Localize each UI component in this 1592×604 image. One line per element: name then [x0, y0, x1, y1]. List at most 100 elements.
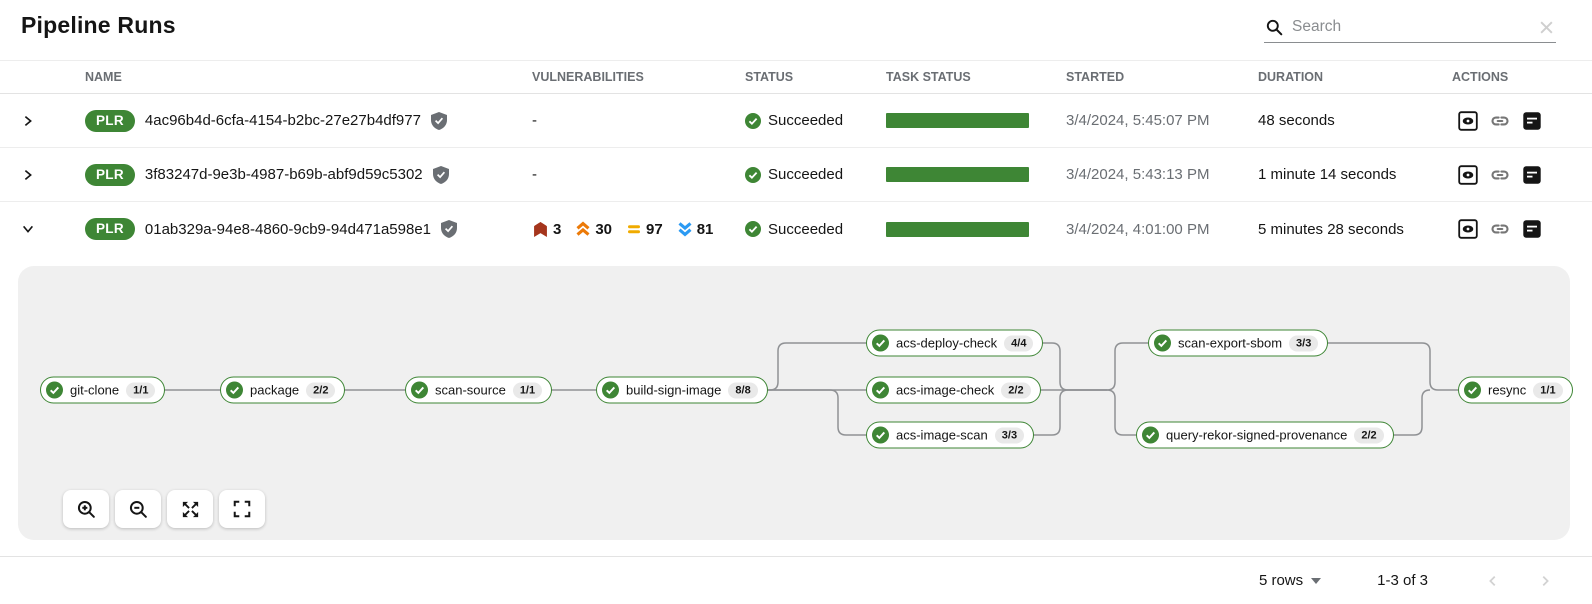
status-cell: Succeeded — [745, 166, 886, 183]
task-count-badge: 1/1 — [512, 382, 543, 398]
task-succeeded-icon — [1464, 381, 1481, 399]
expand-row-button[interactable] — [17, 110, 39, 132]
fullscreen-button[interactable] — [219, 490, 265, 528]
task-node-package[interactable]: package 2/2 — [220, 376, 346, 404]
task-succeeded-icon — [1154, 334, 1171, 352]
clear-search-icon[interactable] — [1539, 20, 1554, 35]
view-output-icon[interactable] — [1458, 219, 1478, 239]
task-status-bar — [886, 221, 1029, 237]
plr-badge: PLR — [85, 218, 135, 240]
task-node-git-clone[interactable]: git-clone 1/1 — [40, 376, 166, 404]
link-icon[interactable] — [1489, 218, 1511, 240]
header: Pipeline Runs — [0, 0, 1592, 60]
task-status-bar — [886, 167, 1029, 182]
link-icon[interactable] — [1489, 164, 1511, 186]
duration-value: 1 minute 14 seconds — [1258, 166, 1397, 183]
search-input[interactable] — [1292, 18, 1530, 36]
pipeline-edges — [148, 342, 1465, 436]
task-succeeded-icon — [872, 381, 889, 399]
column-duration: DURATION — [1258, 70, 1324, 84]
task-status-bar — [886, 113, 1029, 128]
high-severity-icon — [575, 221, 591, 237]
status-text: Succeeded — [768, 220, 844, 238]
status-cell: Succeeded — [745, 112, 886, 129]
task-count-badge: 4/4 — [1004, 335, 1034, 351]
pipeline-visualization-panel: git-clone 1/1 package 2/2 scan-source 1/… — [18, 266, 1573, 540]
caret-down-icon — [1311, 577, 1322, 584]
view-output-icon[interactable] — [1458, 110, 1478, 131]
fit-to-screen-button[interactable] — [167, 490, 213, 528]
low-count: 81 — [696, 220, 714, 238]
task-node-acs-deploy-check[interactable]: acs-deploy-check 4/4 — [866, 329, 1044, 357]
plr-badge: PLR — [85, 163, 135, 186]
signed-shield-icon — [441, 220, 457, 238]
graph-controls — [63, 490, 265, 528]
duration-value: 48 seconds — [1258, 112, 1335, 129]
task-node-build-sign-image[interactable]: build-sign-image 8/8 — [596, 376, 768, 404]
task-count-badge: 2/2 — [1354, 427, 1384, 443]
succeeded-icon — [745, 112, 761, 129]
succeeded-icon — [745, 221, 761, 237]
task-label: package — [250, 382, 300, 398]
task-succeeded-icon — [602, 381, 619, 399]
status-text: Succeeded — [768, 166, 844, 183]
task-count-badge: 2/2 — [1001, 382, 1031, 398]
task-label: query-rekor-signed-provenance — [1166, 427, 1348, 443]
logs-icon[interactable] — [1522, 165, 1542, 185]
table-header: NAME VULNERABILITIES STATUS TASK STATUS … — [0, 60, 1592, 94]
task-count-badge: 3/3 — [1289, 335, 1319, 351]
task-label: acs-deploy-check — [896, 335, 998, 351]
vulnerabilities-cell: 3 30 97 81 — [532, 221, 745, 238]
collapse-row-button[interactable] — [17, 218, 39, 240]
task-node-acs-image-check[interactable]: acs-image-check 2/2 — [866, 376, 1041, 404]
link-icon[interactable] — [1489, 110, 1511, 132]
medium-severity-icon — [626, 221, 642, 237]
pipeline-run-link[interactable]: PLR 01ab329a-94e8-4860-9cb9-94d471a598e1 — [56, 218, 532, 240]
task-count-badge: 2/2 — [306, 382, 336, 398]
pipeline-run-link[interactable]: PLR 3f83247d-9e3b-4987-b69b-abf9d59c5302 — [56, 163, 532, 186]
low-severity-icon — [677, 221, 693, 237]
pagination-range: 1-3 of 3 — [1377, 572, 1428, 589]
pipeline-run-name: 01ab329a-94e8-4860-9cb9-94d471a598e1 — [144, 220, 431, 238]
task-node-query-rekor-signed-provenance[interactable]: query-rekor-signed-provenance 2/2 — [1136, 421, 1394, 449]
signed-shield-icon — [432, 165, 449, 184]
started-value: 3/4/2024, 5:45:07 PM — [1066, 112, 1210, 129]
task-label: acs-image-check — [896, 382, 995, 398]
rows-per-page-select[interactable]: 5 rows — [1258, 572, 1322, 589]
task-node-acs-image-scan[interactable]: acs-image-scan 3/3 — [866, 421, 1035, 449]
column-started: STARTED — [1066, 70, 1125, 84]
previous-page-button[interactable] — [1480, 568, 1506, 594]
zoom-out-button[interactable] — [115, 490, 161, 528]
column-status: STATUS — [745, 70, 794, 84]
task-label: build-sign-image — [626, 382, 722, 398]
pipeline-run-link[interactable]: PLR 4ac96b4d-6cfa-4154-b2bc-27e27b4df977 — [56, 109, 532, 132]
next-page-button[interactable] — [1532, 568, 1558, 594]
page-title: Pipeline Runs — [21, 12, 176, 38]
logs-icon[interactable] — [1522, 111, 1542, 131]
task-label: git-clone — [70, 382, 120, 398]
task-node-scan-export-sbom[interactable]: scan-export-sbom 3/3 — [1148, 329, 1329, 357]
task-succeeded-icon — [411, 381, 428, 399]
high-count: 30 — [595, 220, 613, 238]
task-node-resync[interactable]: resync 1/1 — [1458, 376, 1573, 404]
task-count-badge: 8/8 — [728, 382, 758, 398]
task-label: resync — [1488, 382, 1527, 398]
rows-per-page-value: 5 rows — [1258, 572, 1304, 589]
status-cell: Succeeded — [745, 221, 886, 238]
expand-row-button[interactable] — [17, 164, 39, 186]
medium-count: 97 — [646, 220, 663, 238]
task-count-badge: 1/1 — [126, 382, 156, 398]
plr-badge: PLR — [85, 109, 135, 132]
pipeline-run-name: 4ac96b4d-6cfa-4154-b2bc-27e27b4df977 — [144, 112, 421, 129]
task-label: acs-image-scan — [896, 427, 988, 443]
task-node-scan-source[interactable]: scan-source 1/1 — [405, 376, 553, 404]
pipeline-run-name: 3f83247d-9e3b-4987-b69b-abf9d59c5302 — [144, 166, 423, 183]
logs-icon[interactable] — [1522, 219, 1542, 239]
column-actions: ACTIONS — [1452, 70, 1509, 84]
task-succeeded-icon — [872, 426, 889, 444]
task-count-badge: 1/1 — [1533, 382, 1563, 398]
started-value: 3/4/2024, 5:43:13 PM — [1066, 166, 1210, 183]
critical-count: 3 — [553, 220, 562, 238]
view-output-icon[interactable] — [1458, 164, 1478, 185]
zoom-in-button[interactable] — [63, 490, 109, 528]
